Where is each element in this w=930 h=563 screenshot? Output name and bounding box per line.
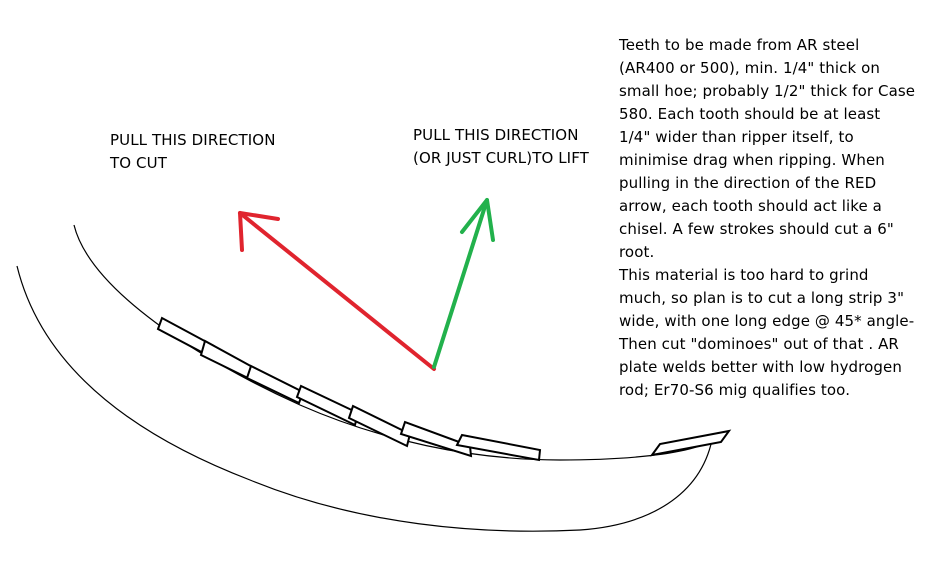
cut-arrow — [238, 211, 436, 371]
tooth-4 — [295, 384, 360, 427]
notes-line: rod; Er70-S6 mig qualifies too. — [619, 381, 851, 399]
notes-line: Teeth to be made from AR steel — [619, 36, 860, 54]
teeth-group — [156, 316, 732, 462]
ripper-outer-curve — [16, 265, 713, 532]
notes-line: 1/4" wider than ripper itself, to — [619, 128, 854, 146]
notes-line: root. — [619, 243, 655, 261]
notes-line: wide, with one long edge @ 45* angle- — [619, 312, 915, 330]
notes-line: arrow, each tooth should act like a — [619, 197, 882, 215]
lift-direction-label: PULL THIS DIRECTION (OR JUST CURL)TO LIF… — [413, 124, 589, 170]
notes-line: (AR400 or 500), min. 1/4" thick on — [619, 59, 881, 77]
cut-label-line-2: TO CUT — [110, 154, 167, 172]
notes-line: much, so plan is to cut a long strip 3" — [619, 289, 905, 307]
notes-line: 580. Each tooth should be at least — [619, 105, 881, 123]
notes-line: This material is too hard to grind — [619, 266, 869, 284]
tooth-8 — [649, 429, 732, 457]
notes-line: chisel. A few strokes should cut a 6" — [619, 220, 894, 238]
notes-line: Then cut "dominoes" out of that . AR — [619, 335, 899, 353]
lift-label-line-1: PULL THIS DIRECTION — [413, 126, 579, 144]
notes-line: pulling in the direction of the RED — [619, 174, 877, 192]
notes-line: minimise drag when ripping. When — [619, 151, 885, 169]
lift-label-line-2: (OR JUST CURL)TO LIFT — [413, 149, 589, 167]
notes-line: small hoe; probably 1/2" thick for Case — [619, 82, 916, 100]
tooth-3 — [245, 364, 305, 405]
cut-direction-label: PULL THIS DIRECTION TO CUT — [110, 129, 276, 175]
fabrication-notes: Teeth to be made from AR steel (AR400 or… — [619, 34, 915, 402]
notes-line: plate welds better with low hydrogen — [619, 358, 902, 376]
tooth-5 — [347, 404, 412, 448]
lift-arrow — [432, 198, 495, 369]
tooth-7 — [455, 433, 542, 462]
cut-label-line-1: PULL THIS DIRECTION — [110, 131, 276, 149]
